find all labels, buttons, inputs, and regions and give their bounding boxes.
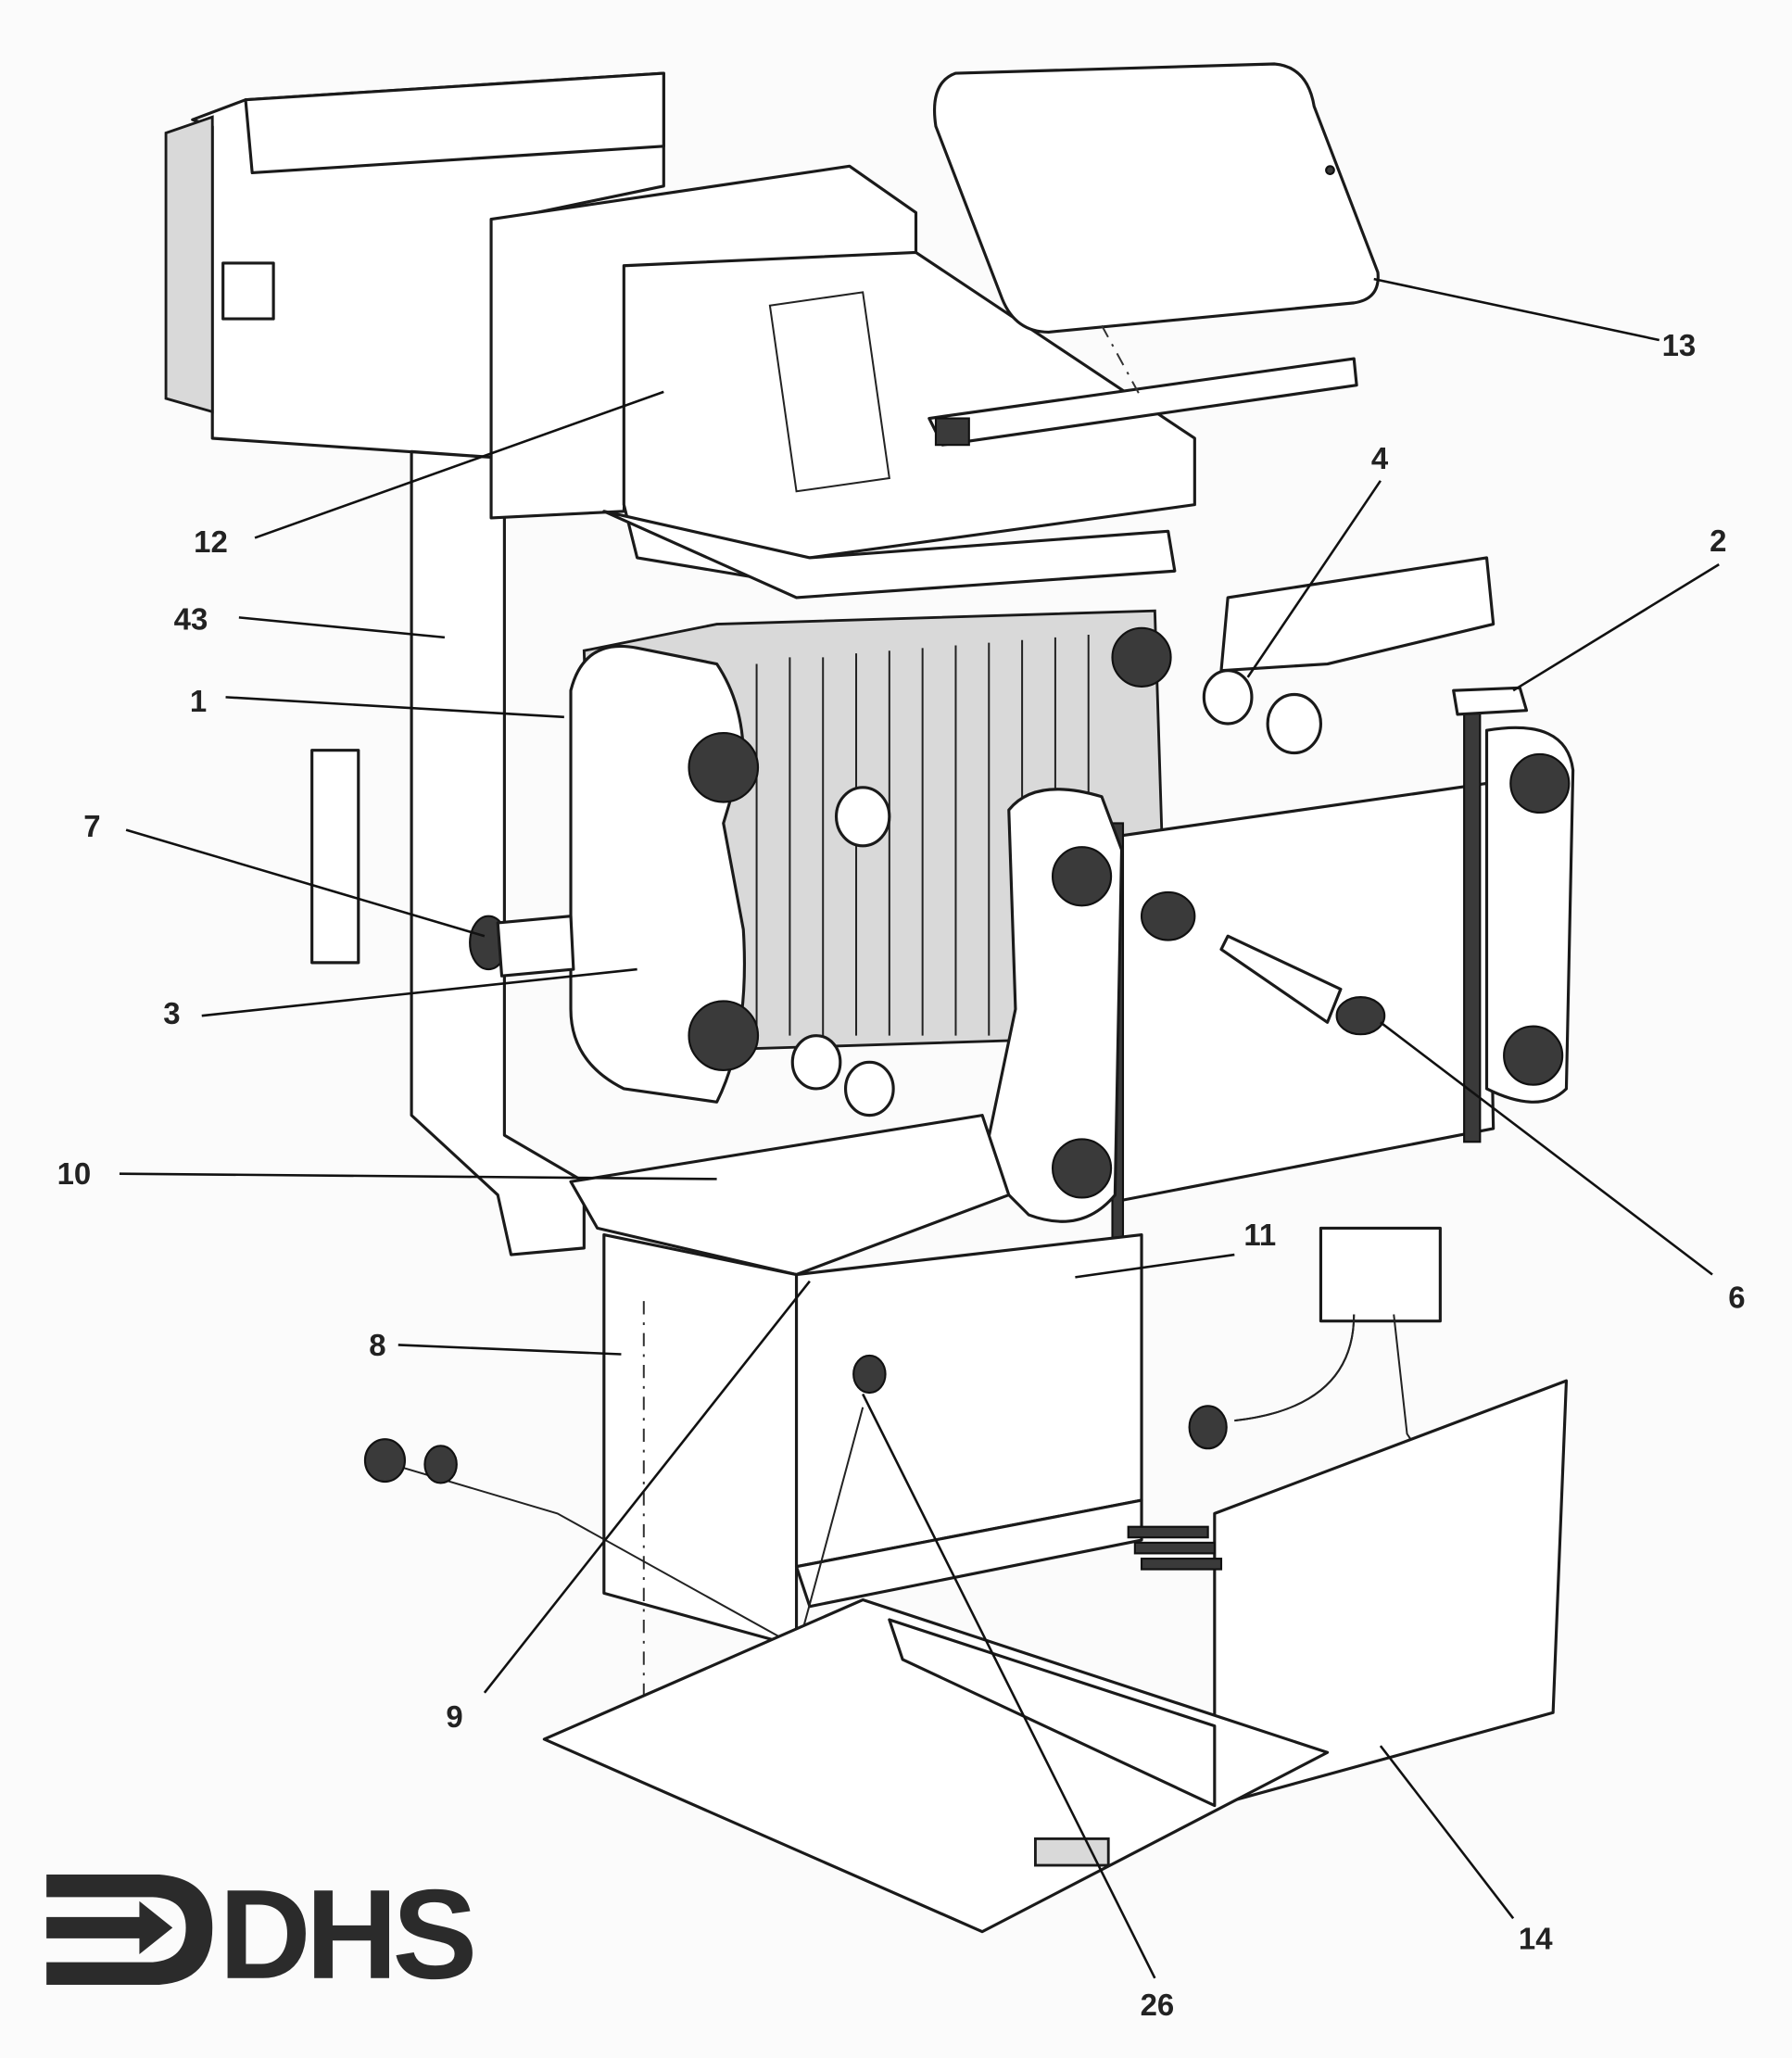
logo-text: DHS <box>219 1864 473 2006</box>
label-part-11: 11 <box>1243 1218 1276 1252</box>
sensor-pocket <box>1140 890 1386 1036</box>
label-part-13: 13 <box>1662 328 1697 362</box>
label-part-26: 26 <box>1141 1988 1175 2022</box>
baffle-plate <box>1219 556 1495 673</box>
label-part-4: 4 <box>1371 441 1389 475</box>
label-part-12: 12 <box>194 524 228 559</box>
label-part-2: 2 <box>1710 524 1726 558</box>
label-part-8: 8 <box>369 1328 385 1362</box>
logo-arrow-mark <box>46 1875 213 1985</box>
label-part-9: 9 <box>446 1699 462 1734</box>
label-part-10: 10 <box>57 1156 92 1191</box>
casing-back-panel <box>164 71 918 1256</box>
label-part-43: 43 <box>174 601 208 636</box>
return-connection <box>310 749 575 978</box>
leader-lines <box>119 277 1720 1979</box>
o-ring-seals <box>1202 669 1323 755</box>
label-part-3: 3 <box>163 996 180 1030</box>
base-casing <box>542 1379 1569 1934</box>
dhs-logo: DHS <box>46 1864 478 2006</box>
label-part-6: 6 <box>1728 1280 1745 1314</box>
label-part-14: 14 <box>1519 1921 1553 1955</box>
gas-valve <box>363 1226 1554 1654</box>
label-part-1: 1 <box>190 684 207 718</box>
label-part-7: 7 <box>83 809 100 843</box>
burner-assembly <box>569 1114 1143 1766</box>
draught-diverter <box>602 250 1358 600</box>
inspection-cover <box>932 62 1380 399</box>
